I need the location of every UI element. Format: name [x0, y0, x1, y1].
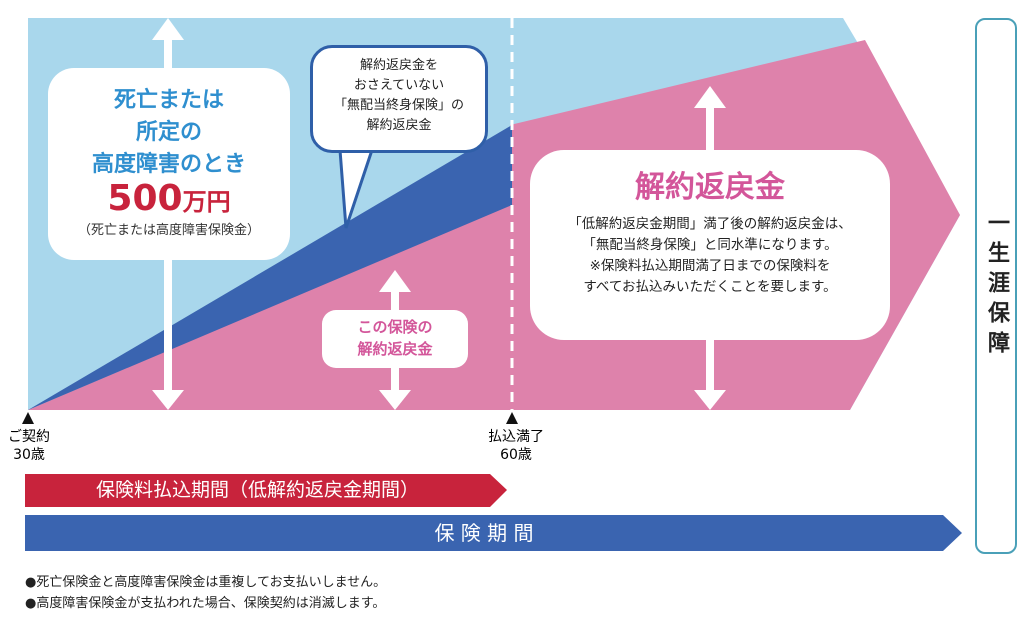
payment-period-bar	[25, 474, 507, 507]
refund-line1: 「低解約返戻金期間」満了後の解約返戻金は、	[568, 216, 852, 232]
footnote-1: ●死亡保険金と高度障害保険金は重複してお支払いしません。	[25, 575, 387, 590]
start-label-line2: 30歳	[13, 447, 45, 463]
refund-line4: すべてお払込みいただくことを要します。	[583, 279, 837, 295]
end-marker-label: 払込満了 60歳	[476, 428, 556, 464]
death-note: （死亡または高度障害保険金）	[77, 223, 260, 238]
this-plan-refund-label: この保険の 解約返戻金	[322, 310, 468, 368]
refund-line3: ※保険料払込期間満了日までの保険料を	[589, 258, 831, 274]
coverage-period-label: 保 険 期 間	[434, 521, 534, 545]
death-benefit-box: 死亡または 所定の 高度障害のとき 500万円 （死亡または高度障害保険金）	[48, 68, 290, 260]
end-label-line1: 払込満了	[488, 429, 544, 445]
payment-period-label: 保険料払込期間（低解約返戻金期間）	[95, 479, 419, 501]
bubble-line4: 解約返戻金	[366, 118, 432, 133]
refund-title: 解約返戻金	[635, 170, 785, 205]
refund-line2: 「無配当終身保険」と同水準になります。	[582, 237, 838, 253]
start-marker-label: ご契約 30歳	[2, 428, 56, 464]
footnote-2: ●高度障害保険金が支払われた場合、保険契約は消滅します。	[25, 596, 386, 611]
bubble-line3: 「無配当終身保険」の	[333, 98, 464, 113]
end-marker-icon	[506, 412, 518, 424]
standard-refund-wedge	[28, 125, 512, 410]
coverage-period-bar	[25, 515, 962, 551]
this-plan-line1: この保険の	[357, 318, 433, 336]
start-marker-icon	[22, 412, 34, 424]
bubble-line2: おさえていない	[353, 78, 445, 93]
this-plan-line2: 解約返戻金	[357, 340, 433, 358]
death-line2: 所定の	[135, 120, 202, 145]
bubble-line1: 解約返戻金を	[359, 58, 438, 73]
refund-box: 解約返戻金 「低解約返戻金期間」満了後の解約返戻金は、 「無配当終身保険」と同水…	[530, 150, 890, 340]
footnotes: ●死亡保険金と高度障害保険金は重複してお支払いしません。 ●高度障害保険金が支払…	[25, 572, 386, 614]
end-label-line2: 60歳	[500, 447, 532, 463]
death-line3: 高度障害のとき	[91, 152, 246, 177]
death-amount-unit: 万円	[182, 188, 231, 216]
lifetime-coverage-label: 一生涯保障	[984, 211, 1009, 361]
start-label-line1: ご契約	[8, 429, 50, 445]
death-amount: 500万円	[48, 178, 290, 219]
standard-refund-bubble: 解約返戻金を おさえていない 「無配当終身保険」の 解約返戻金	[310, 45, 488, 153]
death-line1: 死亡または	[113, 88, 224, 113]
death-amount-value: 500	[107, 178, 183, 219]
lifetime-coverage-box: 一生涯保障	[975, 18, 1017, 554]
